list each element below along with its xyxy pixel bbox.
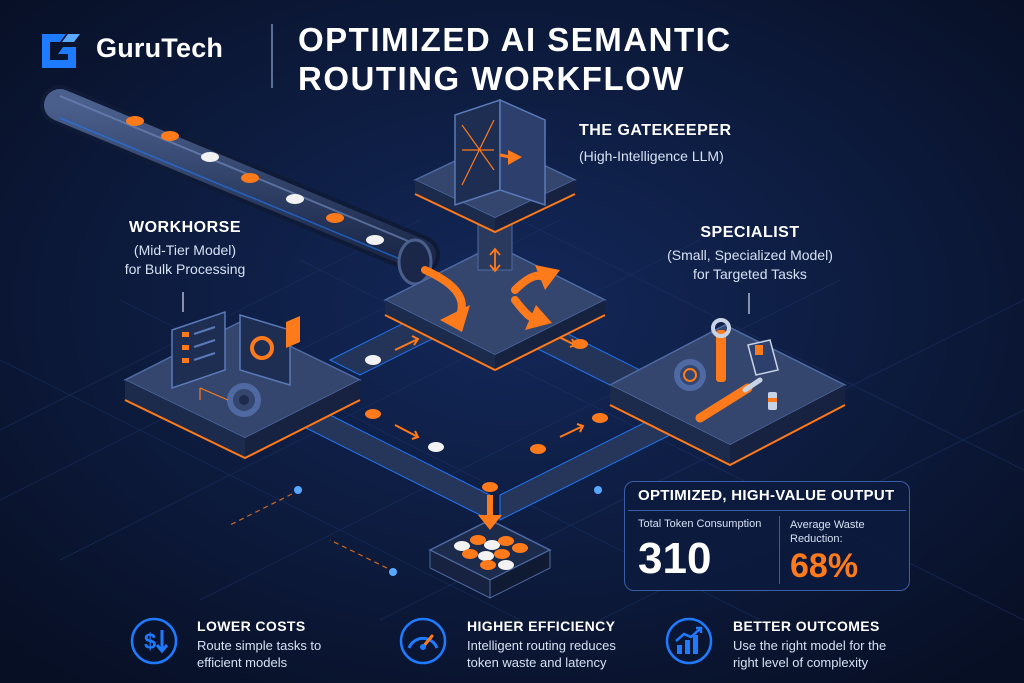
benefit-title-efficiency: HIGHER EFFICIENCY	[467, 618, 616, 634]
benefit-title-costs: LOWER COSTS	[197, 618, 306, 634]
waste-reduction-value: 68%	[790, 547, 859, 585]
specialist-title: SPECIALIST	[700, 224, 800, 241]
output-panel	[624, 481, 910, 591]
benefit-text-efficiency: Intelligent routing reduces token waste …	[467, 637, 647, 671]
workhorse-subtitle-1: (Mid-Tier Model)	[133, 242, 237, 258]
dollar-down-icon: $	[130, 617, 178, 665]
token-consumption-value: 310	[638, 534, 712, 583]
gatekeeper-subtitle: (High-Intelligence LLM)	[579, 148, 724, 164]
waste-reduction-label-line-1: Average Waste	[790, 519, 865, 531]
benefit-text-costs-line-2: efficient models	[197, 655, 288, 670]
specialist-subtitle-1: (Small, Specialized Model)	[667, 247, 833, 263]
benefit-text-outcomes-line-1: Use the right model for the	[733, 638, 887, 653]
title-line-2: ROUTING WORKFLOW	[298, 60, 685, 97]
token-consumption-label: Total Token Consumption	[638, 518, 762, 530]
benefit-text-costs: Route simple tasks to efficient models	[197, 637, 377, 671]
server-rack-icon	[454, 98, 546, 207]
output-bin	[428, 495, 552, 599]
road-tokens	[365, 339, 608, 492]
benefit-title-outcomes: BETTER OUTCOMES	[733, 618, 880, 634]
gauge-icon	[399, 617, 447, 665]
input-pipe	[40, 85, 440, 286]
pipe-tokens	[126, 116, 384, 245]
gatekeeper-title: THE GATEKEEPER	[579, 122, 732, 139]
title-line-1: OPTIMIZED AI SEMANTIC	[298, 21, 732, 58]
benefit-text-efficiency-line-1: Intelligent routing reduces	[467, 638, 616, 653]
waste-reduction-label: Average Waste Reduction:	[790, 518, 900, 546]
benefit-text-efficiency-line-2: token waste and latency	[467, 655, 607, 670]
output-title: OPTIMIZED, HIGH-VALUE OUTPUT	[638, 487, 895, 504]
output-divider-horizontal	[628, 510, 906, 511]
brand-name: GuruTech	[96, 33, 224, 63]
output-divider-vertical	[779, 516, 780, 584]
glow-dots	[294, 486, 602, 576]
workhorse-subtitle-2: for Bulk Processing	[124, 261, 246, 277]
dashboard-gear-icon	[171, 310, 300, 417]
svg-text:$: $	[144, 629, 156, 654]
specialist-label: SPECIALIST (Small, Specialized Model) fo…	[640, 224, 860, 284]
workhorse-label: WORKHORSE (Mid-Tier Model) for Bulk Proc…	[100, 219, 270, 279]
waste-reduction-label-line-2: Reduction:	[790, 533, 843, 545]
router-platform	[383, 244, 607, 372]
page-title: OPTIMIZED AI SEMANTIC ROUTING WORKFLOW	[298, 20, 732, 98]
g-logo-icon	[42, 34, 80, 68]
tools-icon	[674, 318, 779, 423]
benefit-text-outcomes-line-2: right level of complexity	[733, 655, 869, 670]
specialist-subtitle-2: for Targeted Tasks	[693, 266, 807, 282]
chart-up-icon	[665, 617, 713, 665]
benefit-text-costs-line-1: Route simple tasks to	[197, 638, 322, 653]
guide-lines	[229, 489, 396, 573]
benefit-text-outcomes: Use the right model for the right level …	[733, 637, 913, 671]
specialist-platform	[608, 324, 847, 467]
header-divider	[271, 24, 273, 88]
workhorse-title: WORKHORSE	[128, 219, 242, 236]
